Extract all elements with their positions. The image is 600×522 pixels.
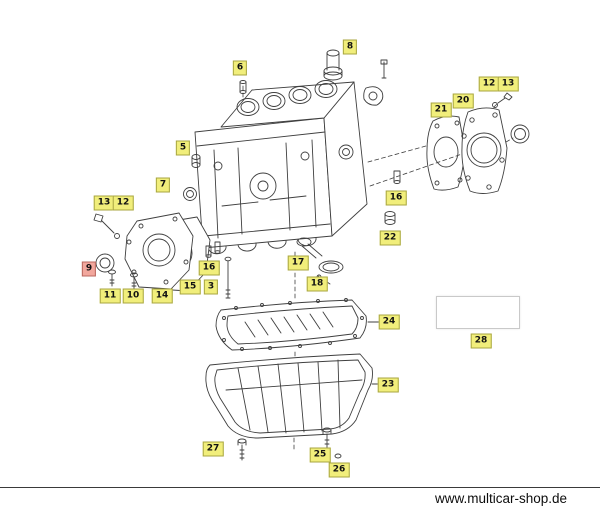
- part-callout-22[interactable]: 22: [379, 230, 401, 246]
- rear-seal-flange: [461, 107, 508, 194]
- rear-seal-ring: [510, 124, 530, 144]
- dowel-pins-center: [205, 241, 221, 258]
- part-callout-20[interactable]: 20: [452, 93, 474, 109]
- part-callout-8[interactable]: 8: [342, 39, 358, 55]
- part-callout-6[interactable]: 6: [232, 60, 248, 76]
- top-screw: [380, 59, 388, 79]
- part-callout-11[interactable]: 11: [99, 288, 121, 304]
- part-callout-18[interactable]: 18: [306, 276, 328, 292]
- part-callout-13[interactable]: 13: [497, 76, 519, 92]
- part-callout-10[interactable]: 10: [122, 288, 144, 304]
- part-callout-3[interactable]: 3: [203, 279, 219, 295]
- part-callout-13[interactable]: 13: [93, 195, 115, 211]
- legend-box: [436, 296, 520, 329]
- part-callout-12[interactable]: 12: [478, 76, 500, 92]
- oil-baffle-tray: [215, 298, 380, 351]
- part-callout-27[interactable]: 27: [202, 441, 224, 457]
- part-callout-23[interactable]: 23: [377, 377, 399, 393]
- pan-bolt: [322, 427, 342, 459]
- sealing-plug: [183, 154, 201, 201]
- small-bracket: [363, 86, 384, 106]
- part-callout-14[interactable]: 14: [151, 288, 173, 304]
- long-stud: [224, 256, 232, 299]
- plug-right: [384, 211, 396, 225]
- breather-tube: [323, 49, 343, 81]
- watermark: www.multicar-shop.de: [434, 491, 567, 506]
- part-callout-25[interactable]: 25: [309, 447, 331, 463]
- part-callout-15[interactable]: 15: [179, 279, 201, 295]
- rear-flange-bolt: [492, 92, 513, 108]
- part-callout-28[interactable]: 28: [470, 333, 492, 349]
- part-callout-17[interactable]: 17: [287, 255, 309, 271]
- part-callout-26[interactable]: 26: [328, 462, 350, 478]
- part-callout-16[interactable]: 16: [385, 190, 407, 206]
- left-bolt: [93, 213, 120, 239]
- dowel-pin-right: [393, 170, 401, 184]
- part-callout-12[interactable]: 12: [112, 195, 134, 211]
- footer-divider: [0, 487, 600, 488]
- part-callout-24[interactable]: 24: [378, 314, 400, 330]
- oil-pan: [205, 353, 380, 439]
- part-callout-9-selected[interactable]: 9: [81, 261, 97, 277]
- part-callout-5[interactable]: 5: [175, 140, 191, 156]
- engine-block: [194, 80, 368, 255]
- stud: [239, 80, 247, 94]
- part-callout-16[interactable]: 16: [198, 260, 220, 276]
- rear-flange-gasket: [426, 115, 466, 191]
- part-callout-7[interactable]: 7: [155, 177, 171, 193]
- small-screws: [108, 269, 138, 290]
- drain-screw: [237, 438, 247, 461]
- part-callout-21[interactable]: 21: [430, 102, 452, 118]
